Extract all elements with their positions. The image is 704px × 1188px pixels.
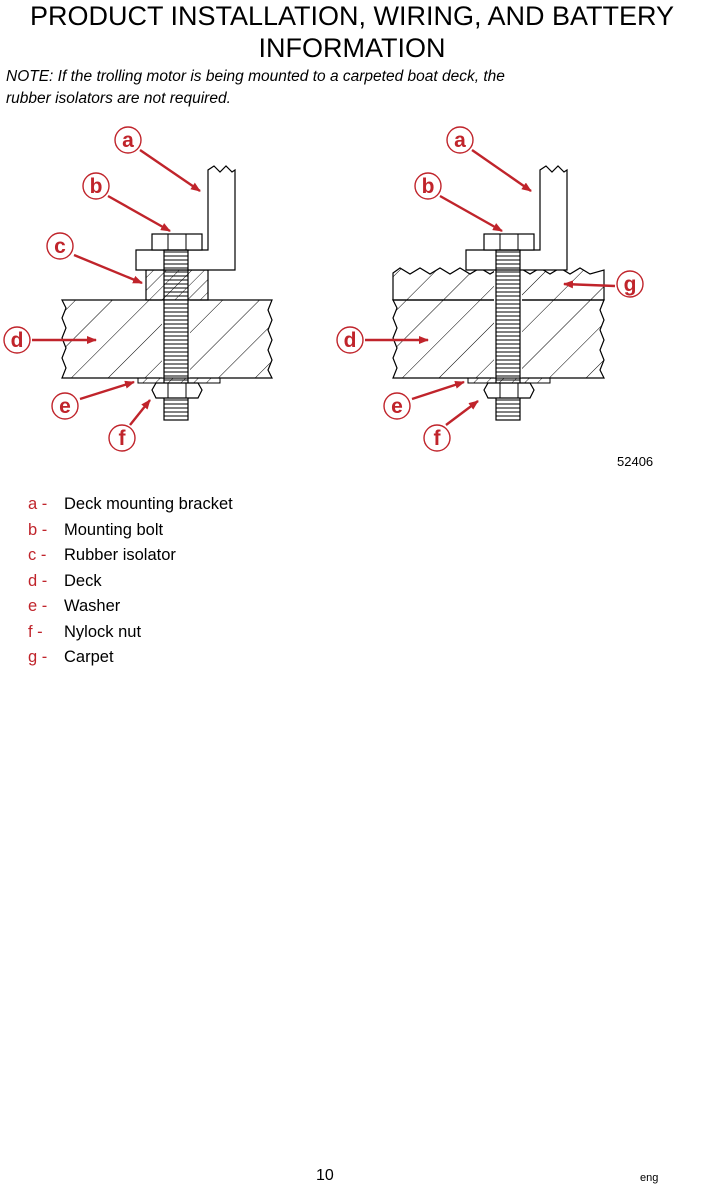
legend-key: d - — [28, 571, 48, 590]
right-callout-d-label: d — [344, 329, 357, 352]
right-callout-a-label: a — [454, 129, 466, 152]
right-callout-g-label: g — [624, 273, 637, 296]
note-label: NOTE: — [6, 68, 54, 85]
language-code: eng — [640, 1172, 659, 1184]
right-callout-e-label: e — [391, 395, 403, 418]
right-callout-b: b — [414, 172, 503, 233]
mounting-diagram-svg: a b c d e — [3, 126, 644, 452]
note-text-line2: rubber isolators are not required. — [6, 90, 231, 107]
left-callouts: a b c d e — [3, 126, 201, 452]
left-callout-c: c — [46, 232, 143, 285]
legend-key: c - — [28, 546, 47, 564]
right-callouts: a b g d e — [336, 126, 644, 452]
right-assembly — [392, 165, 605, 421]
right-callout-e: e — [383, 380, 465, 420]
legend-key: g - — [28, 648, 48, 666]
legend-item-a: a - Deck mounting bracket — [28, 492, 233, 518]
legend-key: e - — [28, 597, 48, 615]
left-callout-a: a — [114, 126, 201, 192]
left-bolt-head — [151, 233, 203, 251]
figure-number: 52406 — [617, 454, 654, 469]
legend-key: a - — [28, 495, 48, 513]
legend-label: Rubber isolator — [64, 546, 176, 564]
page-title: PRODUCT INSTALLATION, WIRING, AND BATTER… — [0, 0, 704, 64]
left-callout-f-label: f — [119, 427, 127, 450]
note-paragraph: NOTE: If the trolling motor is being mou… — [6, 66, 646, 110]
note-text: If the trolling motor is being mounted t… — [53, 68, 505, 85]
left-callout-a-label: a — [122, 129, 134, 152]
title-line-1: PRODUCT INSTALLATION, WIRING, AND BATTER… — [29, 1, 675, 31]
mounting-diagram: a b c d e — [0, 118, 704, 478]
right-callout-f-label: f — [434, 427, 442, 450]
left-bracket — [135, 165, 236, 271]
left-callout-d: d — [3, 326, 97, 354]
right-bracket — [465, 165, 568, 271]
right-callout-d: d — [336, 326, 429, 354]
left-callout-e: e — [51, 380, 135, 420]
left-callout-b-label: b — [90, 175, 103, 198]
legend-label: Nylock nut — [64, 622, 142, 641]
left-callout-f: f — [108, 399, 151, 452]
legend-label: Deck mounting bracket — [64, 495, 233, 513]
legend-key: f - — [28, 622, 43, 641]
right-washer — [467, 377, 551, 384]
left-callout-c-label: c — [54, 235, 66, 258]
legend-item-c: c - Rubber isolator — [28, 543, 233, 569]
left-callout-e-label: e — [59, 395, 71, 418]
right-nylock-nut — [483, 382, 535, 399]
legend-item-f: f - Nylock nut — [28, 620, 233, 646]
right-bolt-head — [483, 233, 535, 251]
right-callout-g: g — [563, 270, 644, 298]
legend-item-e: e - Washer — [28, 594, 233, 620]
right-callout-f: f — [423, 400, 479, 452]
left-callout-d-label: d — [11, 329, 24, 352]
legend-key: b - — [28, 520, 48, 539]
page-number: 10 — [316, 1167, 334, 1184]
left-nylock-nut — [151, 382, 203, 399]
left-washer — [137, 377, 221, 384]
legend-label: Mounting bolt — [64, 520, 164, 539]
legend-label: Washer — [64, 597, 121, 615]
title-line-2: INFORMATION — [258, 33, 446, 63]
legend-item-b: b - Mounting bolt — [28, 518, 233, 544]
legend-label: Deck — [64, 571, 102, 590]
legend-item-d: d - Deck — [28, 569, 233, 595]
left-callout-b: b — [82, 172, 171, 233]
legend-label: Carpet — [64, 648, 114, 666]
legend-item-g: g - Carpet — [28, 645, 233, 671]
right-callout-b-label: b — [422, 175, 435, 198]
legend-list: a - Deck mounting bracket b - Mounting bol… — [28, 492, 233, 671]
right-callout-a: a — [446, 126, 532, 192]
left-assembly — [61, 165, 273, 421]
